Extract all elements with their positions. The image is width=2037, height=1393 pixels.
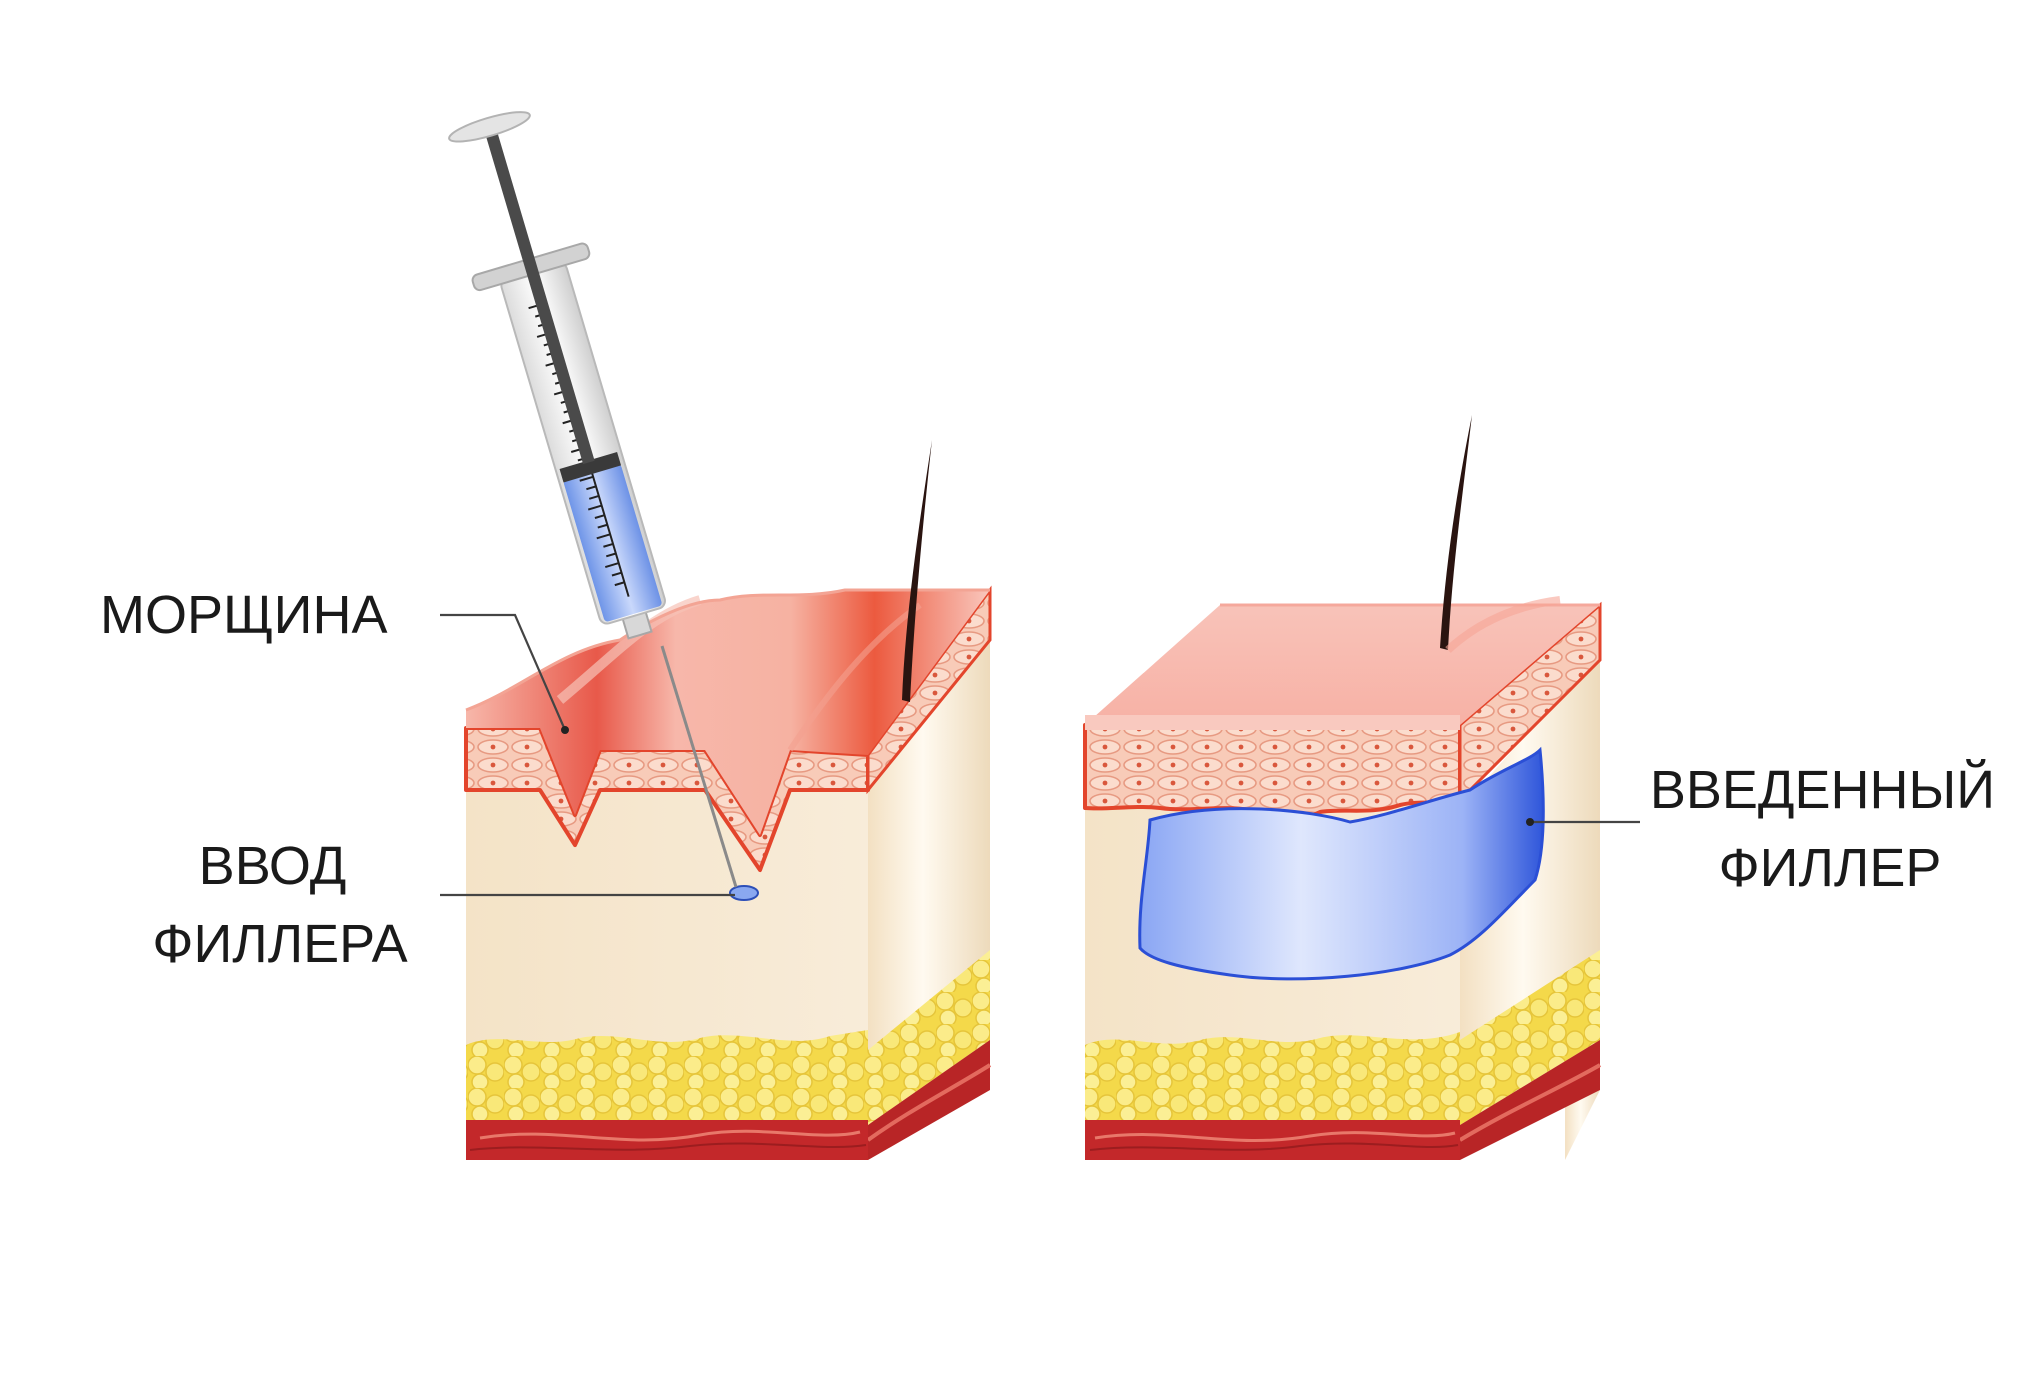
wrinkle-skin-block [464, 585, 992, 1160]
label-wrinkle: МОРЩИНА [100, 585, 387, 645]
syringe-icon [448, 111, 666, 640]
label-injection: ВВОД ФИЛЛЕРА [152, 836, 407, 974]
filler-blob [1138, 746, 1545, 981]
hair-icon [902, 440, 932, 702]
hair-icon [1440, 415, 1561, 653]
needle [660, 645, 738, 888]
label-injected-filler: ВВЕДЕННЫЙ ФИЛЛЕР [1650, 759, 2010, 898]
filled-skin-block [1083, 601, 1602, 1160]
filler-drop [729, 885, 759, 901]
callout-lines [440, 613, 1640, 897]
